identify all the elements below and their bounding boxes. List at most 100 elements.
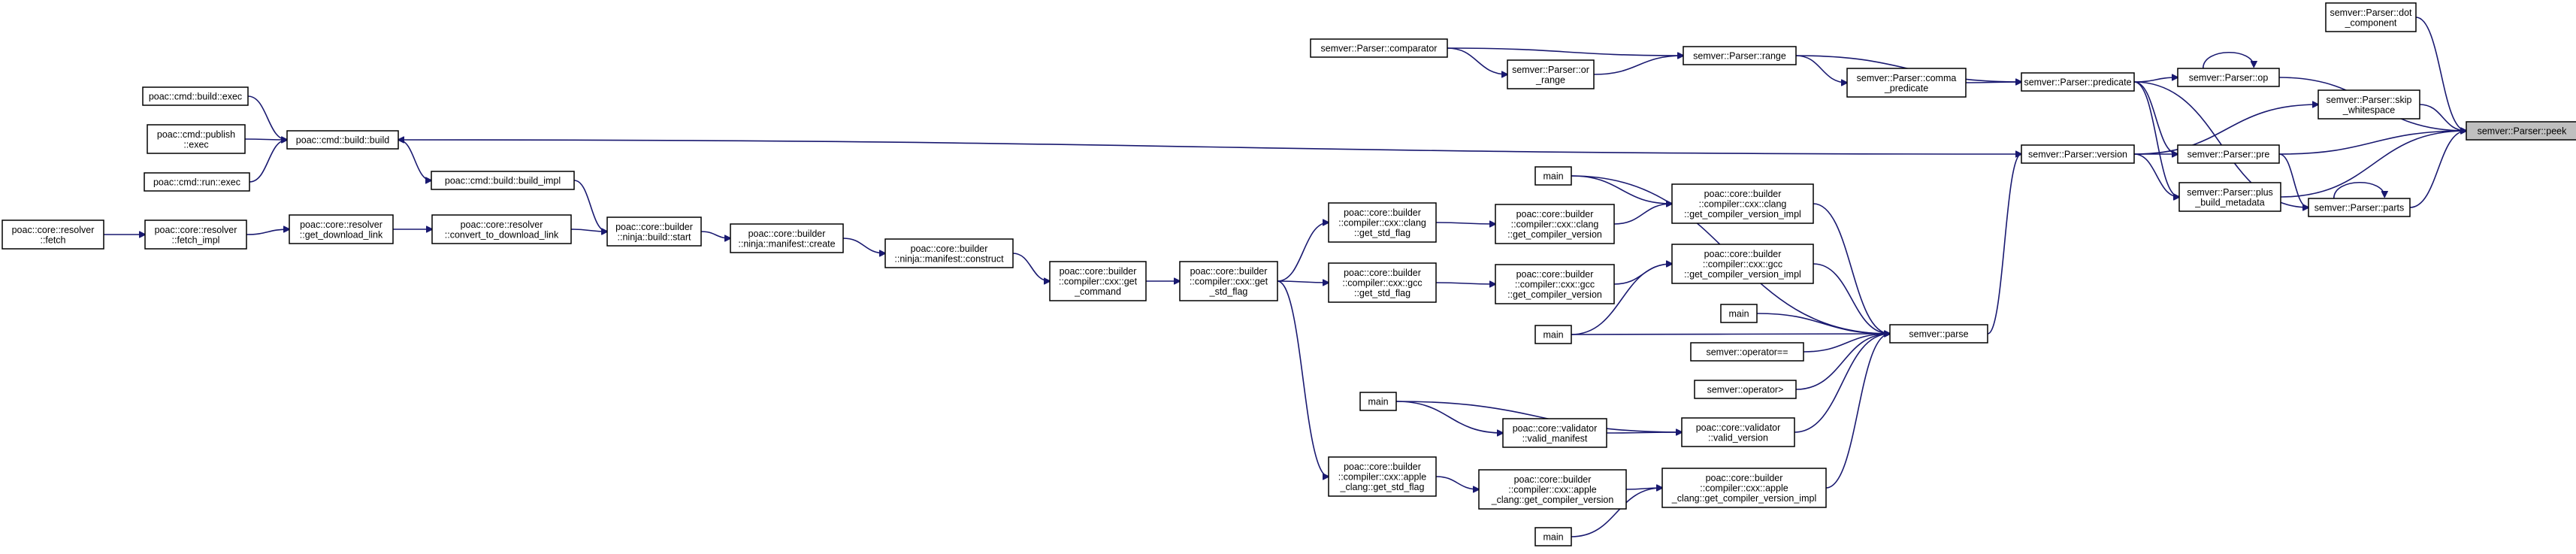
- graph-node-pre[interactable]: semver::Parser::pre: [2177, 144, 2280, 164]
- node-box[interactable]: [1328, 456, 1437, 497]
- graph-node-ninja_start[interactable]: poac::core::builder::ninja::build::start: [606, 216, 702, 247]
- node-box[interactable]: [431, 171, 575, 190]
- graph-node-op[interactable]: semver::Parser::op: [2177, 68, 2280, 87]
- graph-node-valid_version[interactable]: poac::core::validator::valid_version: [1681, 417, 1795, 447]
- graph-node-predicate[interactable]: semver::Parser::predicate: [2021, 72, 2135, 92]
- node-box[interactable]: [1690, 342, 1804, 362]
- graph-node-get_command[interactable]: poac::core::builder::compiler::cxx::get_…: [1049, 261, 1147, 301]
- graph-node-cmd_build[interactable]: poac::cmd::build::build: [286, 130, 399, 150]
- graph-node-parse[interactable]: semver::parse: [1889, 324, 1988, 344]
- graph-node-dot_component[interactable]: semver::Parser::dot_component: [2325, 2, 2417, 32]
- graph-node-version[interactable]: semver::Parser::version: [2021, 144, 2135, 164]
- graph-node-build_exec[interactable]: poac::cmd::build::exec: [142, 86, 249, 106]
- node-box[interactable]: [1534, 166, 1572, 186]
- graph-node-fetch_impl[interactable]: poac::core::resolver::fetch_impl: [144, 219, 247, 250]
- graph-node-gcc_std[interactable]: poac::core::builder::compiler::cxx::gcc:…: [1328, 262, 1437, 303]
- node-box[interactable]: [1889, 324, 1988, 344]
- node-box[interactable]: [1502, 418, 1607, 448]
- graph-node-manifest_create[interactable]: poac::core::builder::ninja::manifest::cr…: [730, 223, 844, 253]
- node-label-line: _range: [1535, 74, 1565, 85]
- graph-node-parts[interactable]: semver::Parser::parts: [2308, 198, 2411, 217]
- graph-node-gcc_gcv[interactable]: poac::core::builder::compiler::cxx::gcc:…: [1495, 264, 1615, 304]
- graph-node-clang_gcv[interactable]: poac::core::builder::compiler::cxx::clan…: [1495, 204, 1615, 244]
- graph-node-get_dl[interactable]: poac::core::resolver::get_download_link: [289, 214, 394, 244]
- graph-node-or_range[interactable]: semver::Parser::or_range: [1507, 59, 1595, 89]
- node-box[interactable]: [1681, 417, 1795, 447]
- graph-node-main2[interactable]: main: [1720, 304, 1758, 323]
- graph-node-apple_impl[interactable]: poac::core::builder::compiler::cxx::appl…: [1661, 468, 1827, 508]
- graph-node-plus_build[interactable]: semver::Parser::plus_build_metadata: [2178, 182, 2281, 212]
- node-box[interactable]: [1671, 244, 1814, 284]
- node-box[interactable]: [144, 172, 250, 192]
- node-box[interactable]: [1495, 264, 1615, 304]
- node-box[interactable]: [2178, 182, 2281, 212]
- node-box[interactable]: [884, 238, 1014, 268]
- node-box[interactable]: [2021, 144, 2135, 164]
- node-box[interactable]: [1478, 469, 1627, 510]
- graph-node-peek[interactable]: semver::Parser::peek: [2466, 121, 2576, 141]
- node-box[interactable]: [2325, 2, 2417, 32]
- graph-node-comparator[interactable]: semver::Parser::comparator: [1310, 38, 1448, 58]
- graph-node-run_exec[interactable]: poac::cmd::run::exec: [144, 172, 250, 192]
- node-box[interactable]: [1328, 262, 1437, 303]
- node-box[interactable]: [286, 130, 399, 150]
- graph-node-op_gt[interactable]: semver::operator>: [1694, 380, 1797, 399]
- node-box[interactable]: [606, 216, 702, 247]
- graph-node-clang_std[interactable]: poac::core::builder::compiler::cxx::clan…: [1328, 202, 1437, 243]
- node-box[interactable]: [1720, 304, 1758, 323]
- node-box[interactable]: [2021, 72, 2135, 92]
- graph-node-manifest_construct[interactable]: poac::core::builder::ninja::manifest::co…: [884, 238, 1014, 268]
- graph-node-main4[interactable]: main: [1359, 392, 1397, 411]
- node-label-line: ::get_compiler_version_impl: [1684, 269, 1801, 280]
- graph-node-cxx_std[interactable]: poac::core::builder::compiler::cxx::get_…: [1179, 261, 1278, 301]
- graph-node-convert_dl[interactable]: poac::core::resolver::convert_to_downloa…: [431, 214, 572, 244]
- node-box[interactable]: [1661, 468, 1827, 508]
- node-box[interactable]: [2177, 68, 2280, 87]
- node-box[interactable]: [2, 219, 104, 250]
- graph-node-clang_impl[interactable]: poac::core::builder::compiler::cxx::clan…: [1671, 183, 1814, 224]
- node-label-line: semver::Parser::op: [2189, 73, 2269, 83]
- node-box[interactable]: [142, 86, 249, 106]
- node-box[interactable]: [1310, 38, 1448, 58]
- graph-node-apple_gcv[interactable]: poac::core::builder::compiler::cxx::appl…: [1478, 469, 1627, 510]
- graph-node-skip_ws[interactable]: semver::Parser::skip_whitespace: [2317, 89, 2420, 120]
- node-label-line: poac::core::builder: [911, 244, 988, 254]
- graph-node-main1[interactable]: main: [1534, 166, 1572, 186]
- call-edge-version-to-skip_ws: [2133, 104, 2318, 155]
- node-box[interactable]: [1507, 59, 1595, 89]
- graph-node-gcc_impl[interactable]: poac::core::builder::compiler::cxx::gcc:…: [1671, 244, 1814, 284]
- node-box[interactable]: [2466, 121, 2576, 141]
- node-box[interactable]: [2317, 89, 2420, 120]
- node-box[interactable]: [1671, 183, 1814, 224]
- node-box[interactable]: [1534, 527, 1572, 546]
- node-box[interactable]: [1683, 46, 1797, 65]
- graph-node-comma_predicate[interactable]: semver::Parser::comma_predicate: [1846, 68, 1967, 98]
- call-edge-op_gt-to-parse: [1795, 334, 1890, 390]
- node-box[interactable]: [289, 214, 394, 244]
- graph-node-main5[interactable]: main: [1534, 527, 1572, 546]
- node-box[interactable]: [1049, 261, 1147, 301]
- graph-node-valid_manifest[interactable]: poac::core::validator::valid_manifest: [1502, 418, 1607, 448]
- graph-node-op_eq[interactable]: semver::operator==: [1690, 342, 1804, 362]
- graph-node-fetch[interactable]: poac::core::resolver::fetch: [2, 219, 104, 250]
- node-box[interactable]: [147, 124, 246, 154]
- node-box[interactable]: [2177, 144, 2280, 164]
- node-box[interactable]: [144, 219, 247, 250]
- node-label-line: ::compiler::cxx::apple: [1508, 485, 1596, 495]
- node-label-line: ::compiler::cxx::gcc: [1342, 278, 1422, 289]
- node-box[interactable]: [1846, 68, 1967, 98]
- node-box[interactable]: [1328, 202, 1437, 243]
- node-box[interactable]: [730, 223, 844, 253]
- node-box[interactable]: [1495, 204, 1615, 244]
- node-box[interactable]: [431, 214, 572, 244]
- graph-node-apple_std[interactable]: poac::core::builder::compiler::cxx::appl…: [1328, 456, 1437, 497]
- graph-node-range[interactable]: semver::Parser::range: [1683, 46, 1797, 65]
- node-box[interactable]: [1359, 392, 1397, 411]
- node-box[interactable]: [1694, 380, 1797, 399]
- graph-node-main3[interactable]: main: [1534, 325, 1572, 344]
- node-box[interactable]: [1179, 261, 1278, 301]
- graph-node-publish_exec[interactable]: poac::cmd::publish::exec: [147, 124, 246, 154]
- graph-node-build_impl[interactable]: poac::cmd::build::build_impl: [431, 171, 575, 190]
- node-box[interactable]: [2308, 198, 2411, 217]
- node-box[interactable]: [1534, 325, 1572, 344]
